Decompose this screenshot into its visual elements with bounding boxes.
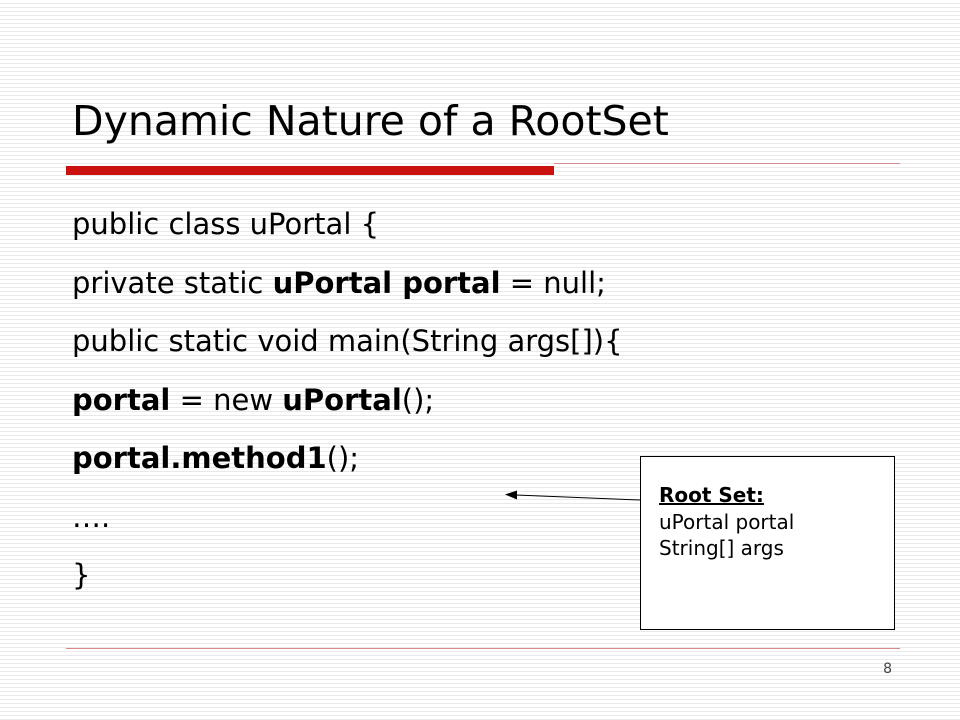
code-token-bold: portal.method1 — [72, 441, 327, 475]
footer-rule — [66, 648, 900, 649]
page-number: 8 — [883, 661, 892, 677]
code-token: public class uPortal { — [72, 207, 380, 241]
code-token-bold: uPortal portal — [272, 265, 501, 300]
code-token: = null; — [500, 265, 606, 300]
slide-title: Dynamic Nature of a RootSet — [72, 97, 669, 145]
code-token: …. — [72, 499, 111, 534]
code-line: public class uPortal { — [72, 195, 623, 254]
code-token: (); — [401, 382, 435, 417]
code-token: public static void main(String args[]){ — [72, 324, 623, 358]
code-line: private static uPortal portal = null; — [72, 254, 623, 313]
code-token: (); — [326, 441, 360, 475]
title-rule — [554, 163, 900, 164]
code-token: } — [72, 558, 91, 592]
code-block: public class uPortal { private static uPo… — [72, 195, 623, 605]
title-accent-bar — [66, 166, 554, 175]
root-set-callout: Root Set: uPortal portal String[] args — [640, 456, 895, 630]
code-token: private static — [72, 265, 273, 300]
code-token-bold: portal — [72, 382, 171, 417]
callout-line-portal: uPortal portal — [659, 509, 795, 534]
code-line: public static void main(String args[]){ — [72, 312, 623, 371]
arrow-shaft — [515, 494, 641, 501]
code-line: portal.method1(); — [72, 429, 623, 488]
code-line: } — [72, 546, 623, 605]
callout-line-args: String[] args — [659, 536, 784, 560]
code-token-bold: uPortal — [282, 382, 402, 417]
code-line: …. — [72, 488, 623, 547]
callout-title: Root Set: — [659, 483, 764, 507]
code-token: = new — [170, 382, 283, 417]
arrow-head — [505, 490, 517, 500]
code-line: portal = new uPortal(); — [72, 371, 623, 430]
